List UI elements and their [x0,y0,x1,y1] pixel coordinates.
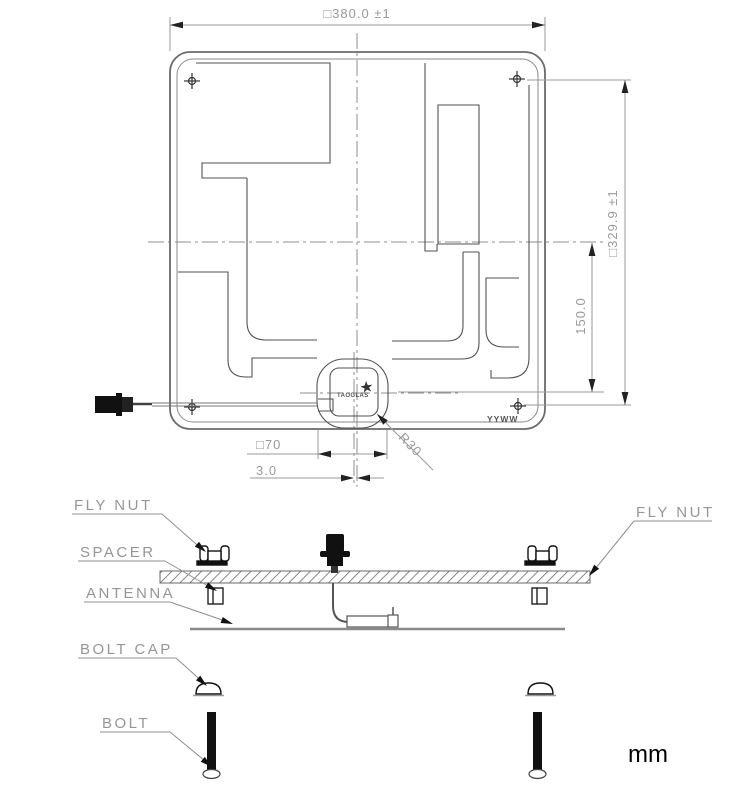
radius-callout-text: R30 [396,430,425,460]
dim-feed-from-center-text: 150.0 [573,297,588,335]
arrowhead-icon [196,675,207,686]
units-label: mm [628,741,668,768]
dim-overall-width-text: □380.0 ±1 [323,6,390,21]
arrowhead-icon [589,564,600,576]
leader-lines [72,513,712,766]
label-spacer: SPACER [80,544,156,561]
arrowhead-icon [200,756,212,767]
mounting-hole-icon [509,71,525,87]
exploded-view: FLY NUT SPACER ANTENNA BOLT CAP BOLT FLY… [72,497,715,780]
right-riser-outer [392,252,480,360]
fly-nut-left-graphic [196,545,230,566]
fly-nut-right-graphic [524,545,558,566]
arrowhead-icon [588,243,596,256]
spacer-right-graphic [531,587,548,605]
arrowhead-icon [170,21,183,29]
antenna-trace-pattern [178,62,530,379]
radius-leader-line [376,413,434,471]
right-patch-edge [424,63,438,252]
label-fly-nut-left: FLY NUT [74,497,153,514]
mounting-hole-icon [184,73,200,89]
arrowhead-icon [357,474,370,482]
dim-hole-spacing-text: □329.9 ±1 [605,189,620,256]
connector-side-view [320,534,399,628]
feed-tab [318,398,334,412]
bolt-right-graphic [528,712,547,780]
arrowhead-icon [374,450,387,458]
mounting-hole-icon [184,399,200,415]
logo-text: TAOGLAS [337,393,369,399]
plate-inner-outline [176,58,539,423]
dim-feed-square-text: □70 [256,437,281,452]
label-antenna: ANTENNA [86,585,175,602]
bolt-cap-left-graphic [193,682,224,697]
feed-trace-line [246,178,317,341]
coax-connector-top-view [95,393,317,416]
plate-top-view: TAOGLAS YYWW [95,6,631,487]
label-fly-nut-right: FLY NUT [636,504,715,521]
right-patch-slot [437,104,480,245]
arrowhead-icon [621,392,629,405]
mounting-holes [184,71,526,415]
dimensions [169,17,631,482]
right-hook-trace [485,277,519,348]
dim-feed-offset-text: 3.0 [256,463,277,478]
mounting-panel [159,570,591,584]
spacer-left-graphic [207,587,224,605]
centerlines [148,33,605,487]
bolt-left-graphic [202,712,221,780]
right-riser-inner [392,251,479,342]
arrowhead-icon [341,474,354,482]
logo-star-icon [360,381,373,393]
leader-arrowheads [194,541,600,767]
arrowhead-icon [318,450,331,458]
arrowhead-icon [194,541,206,552]
feed-outer-squircle [316,358,389,429]
arrowhead-icon [621,80,629,93]
label-bolt: BOLT [102,715,150,732]
arrowhead-icon [220,617,233,624]
bolt-cap-right-graphic [525,682,556,697]
arrowhead-icon [377,414,388,425]
date-code-text: YYWW [487,414,518,424]
feed-structure [316,358,389,429]
connector-nut [122,397,133,412]
connector-flange [116,393,122,416]
right-corner-trace [490,85,530,379]
connector-body [95,396,117,413]
plate-outer-outline [169,51,546,430]
arrowhead-icon [205,582,217,591]
mounting-hole-icon [510,398,526,414]
arrowhead-icon [588,379,596,392]
left-step-trace [178,271,317,378]
feed-housing [346,615,391,628]
feed-inner-square [329,367,379,417]
top-left-patch [196,62,331,179]
arrowhead-icon [532,21,545,29]
label-bolt-cap: BOLT CAP [80,641,173,658]
